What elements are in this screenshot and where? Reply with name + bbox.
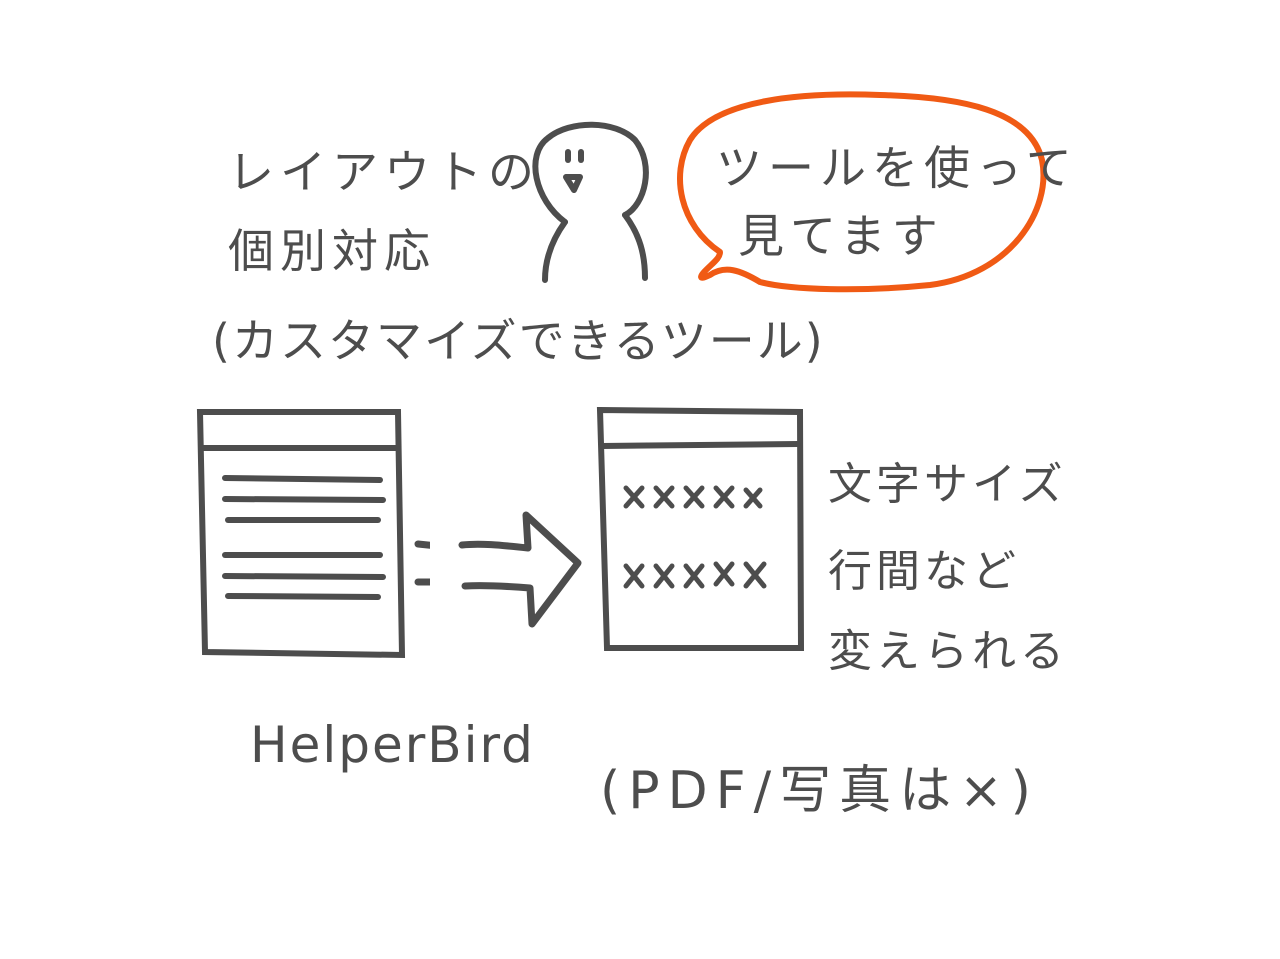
label-layout: レイアウトの — [228, 145, 540, 199]
tool-name-label: HelperBird — [250, 716, 535, 774]
caption-can-change: 変えられる — [828, 626, 1068, 677]
document-enlarged-icon — [596, 406, 805, 651]
label-individual-support: 個別対応 — [228, 224, 436, 278]
speech-text-line2: 見てます — [738, 209, 944, 263]
x-marks — [623, 485, 767, 589]
speech-text-line1: ツールを使って — [716, 141, 1078, 195]
speech-bubble — [677, 91, 1047, 293]
document-text-lines-icon — [196, 409, 406, 659]
caption-line-spacing: 行間など — [828, 546, 1020, 597]
arrow-icon-final — [458, 511, 582, 628]
person-icon — [532, 121, 649, 283]
caption-font-size: 文字サイズ — [828, 459, 1067, 510]
note-pdf-photo-unsupported: (PDF/写真は×) — [600, 761, 1039, 821]
label-customizable-tool: (カスタマイズできるツール) — [212, 314, 825, 368]
